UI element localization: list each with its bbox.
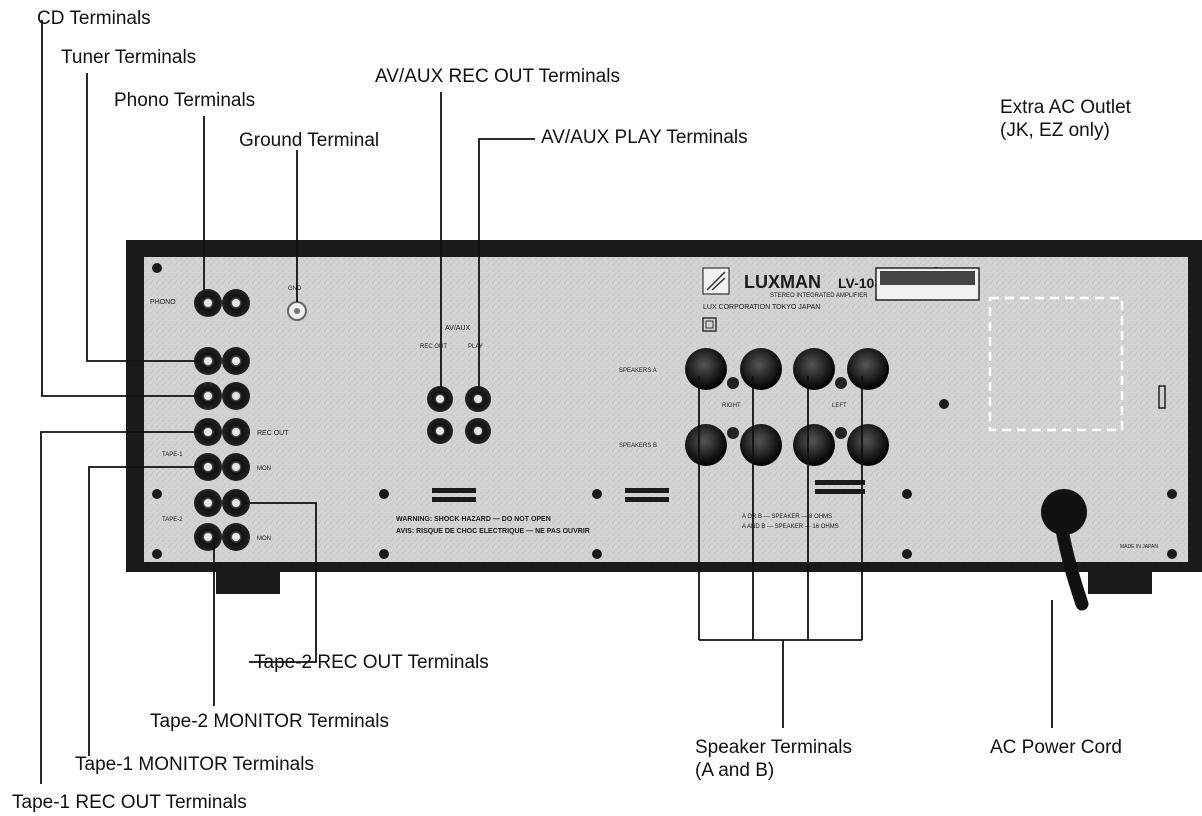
speaker-post [740, 348, 782, 390]
screw [592, 489, 602, 499]
maker-line: LUX CORPORATION TOKYO JAPAN [703, 304, 820, 311]
chassis [126, 240, 1202, 594]
speaker-post [793, 348, 835, 390]
gnd-mark: GND [288, 286, 302, 292]
rca-jack [465, 418, 491, 444]
label-tape1-monitor: Tape-1 MONITOR Terminals [75, 754, 314, 775]
rca-jack [194, 347, 222, 375]
rca-jack [222, 289, 250, 317]
label-speaker-terminals: Speaker Terminals [695, 737, 853, 758]
avis-text: AVIS: RISQUE DE CHOC ELECTRIQUE — NE PAS… [396, 528, 590, 535]
rca-jack [427, 418, 453, 444]
av-aux-jacks [427, 386, 491, 444]
screw [902, 489, 912, 499]
tape2-mark: TAPE-2 [162, 517, 183, 523]
speaker-note-1: A OR B — SPEAKER — 8 OHMS [742, 514, 832, 520]
model-subtitle: STEREO INTEGRATED AMPLIFIER [770, 293, 868, 299]
screw [939, 399, 949, 409]
speakers-b-mark: SPEAKERS B [619, 443, 657, 449]
rca-jack [194, 453, 222, 481]
rca-jack [194, 489, 222, 517]
leader-lines [40, 20, 1053, 784]
brand-plate: LUXMAN LV-103 STEREO INTEGRATED AMPLIFIE… [702, 267, 980, 332]
foot-right [1088, 572, 1152, 594]
label-tape2-monitor: Tape-2 MONITOR Terminals [150, 711, 389, 732]
label-extra-ac-outlet-note: (JK, EZ only) [1000, 120, 1110, 141]
outlet-slot [1158, 385, 1166, 409]
leader-line-tape2-rec-out [244, 502, 317, 663]
rca-jack [194, 418, 222, 446]
rec-out-play-mark: REC OUT [420, 344, 447, 350]
screw [152, 489, 162, 499]
rca-jack [222, 489, 250, 517]
label-tape2-rec-out: Tape-2 REC OUT Terminals [254, 652, 489, 673]
label-cd-terminals: CD Terminals [37, 8, 151, 29]
rca-jack [427, 386, 453, 412]
foot-left [216, 572, 280, 594]
rca-jack [194, 382, 222, 410]
speaker-post [847, 424, 889, 466]
speaker-binding-posts [685, 348, 889, 466]
speaker-post [685, 348, 727, 390]
label-tuner-terminals: Tuner Terminals [61, 47, 197, 68]
av-aux-mark: AV/AUX [445, 325, 470, 332]
label-speaker-terminals-note: (A and B) [695, 760, 775, 781]
approval-mark [702, 317, 717, 332]
screw [902, 549, 912, 559]
rca-jack [465, 386, 491, 412]
speaker-post [685, 424, 727, 466]
leader-line-av-play [478, 138, 535, 388]
rca-jack [194, 289, 222, 317]
screw [152, 549, 162, 559]
phono-mark: PHONO [150, 299, 176, 306]
ground-terminal [287, 301, 307, 321]
extra-ac-outlet-outline [988, 296, 1124, 432]
panel-markings: PHONO GND AV/AUX REC OUT PLAY REC OUT TA… [150, 286, 1158, 550]
vents [432, 480, 865, 502]
screw [1167, 549, 1177, 559]
right-mark: RIGHT [722, 403, 741, 409]
leader-line-tape1-rec-out [40, 431, 200, 784]
left-mark: LEFT [832, 403, 847, 409]
mon-mark-2: MON [257, 536, 271, 542]
screw [379, 549, 389, 559]
leader-line-tape1-monitor [88, 466, 200, 756]
screw [379, 489, 389, 499]
rca-jack [222, 453, 250, 481]
rca-jack [222, 382, 250, 410]
mon-mark-1: MON [257, 466, 271, 472]
speaker-post [793, 424, 835, 466]
label-ground-terminal: Ground Terminal [239, 130, 380, 151]
made-in-mark: MADE IN JAPAN [1120, 544, 1158, 550]
rca-jack [194, 523, 222, 551]
rear-panel [144, 257, 1188, 562]
leader-line-tuner [86, 73, 200, 362]
warning-text: WARNING: SHOCK HAZARD — DO NOT OPEN [396, 516, 551, 523]
label-tape1-rec-out: Tape-1 REC OUT Terminals [12, 792, 247, 813]
model-name: LV-103 [838, 275, 882, 291]
brand-name: LUXMAN [744, 272, 821, 292]
label-ac-power-cord: AC Power Cord [990, 737, 1122, 758]
label-av-aux-rec-out: AV/AUX REC OUT Terminals [375, 66, 620, 87]
rca-jack [222, 347, 250, 375]
rca-jack [222, 523, 250, 551]
label-phono-terminals: Phono Terminals [114, 90, 256, 111]
leader-line-cd [41, 20, 200, 397]
label-av-aux-play: AV/AUX PLAY Terminals [541, 127, 748, 148]
tape1-mark: TAPE-1 [162, 452, 183, 458]
screw [592, 549, 602, 559]
label-extra-ac-outlet: Extra AC Outlet [1000, 97, 1131, 118]
rec-out-mark: REC OUT [257, 430, 289, 437]
speaker-note-2: A AND B — SPEAKER — 16 OHMS [742, 524, 839, 530]
speakers-a-mark: SPEAKERS A [619, 368, 657, 374]
screw [152, 263, 162, 273]
rca-jacks-left [194, 289, 250, 551]
speaker-post [740, 424, 782, 466]
rca-jack [222, 418, 250, 446]
speaker-post [847, 348, 889, 390]
power-cord [1041, 489, 1089, 611]
play-mark: PLAY [468, 344, 483, 350]
screw [1167, 489, 1177, 499]
